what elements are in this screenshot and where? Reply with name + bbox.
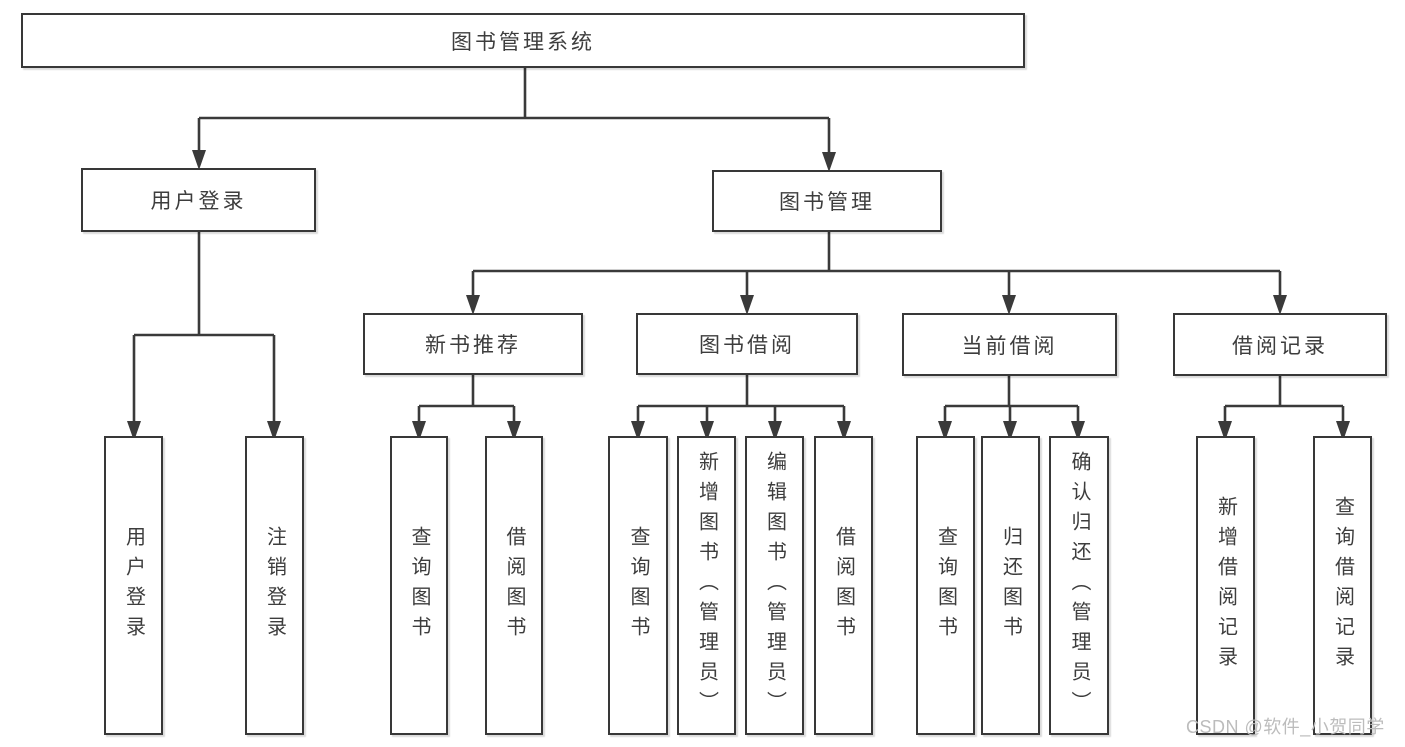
node-book-management: 图书管理 (712, 170, 942, 232)
leaf-edit-book-admin: 编辑图书（管理员） (745, 436, 804, 735)
leaf-query-books-recommendation: 查询图书 (390, 436, 448, 735)
leaf-logout: 注销登录 (245, 436, 304, 735)
node-book-borrowing: 图书借阅 (636, 313, 858, 375)
leaf-add-book-admin: 新增图书（管理员） (677, 436, 736, 735)
leaf-return-book: 归还图书 (981, 436, 1040, 735)
leaf-borrow-books: 借阅图书 (814, 436, 873, 735)
leaf-query-borrow-record: 查询借阅记录 (1313, 436, 1372, 735)
node-new-book-recommendation: 新书推荐 (363, 313, 583, 375)
node-current-borrowing: 当前借阅 (902, 313, 1117, 376)
leaf-user-login: 用户登录 (104, 436, 163, 735)
leaf-confirm-return-admin: 确认归还（管理员） (1049, 436, 1109, 735)
leaf-borrow-books-recommendation: 借阅图书 (485, 436, 543, 735)
node-borrowing-records: 借阅记录 (1173, 313, 1387, 376)
csdn-watermark: CSDN @软件_小贺同学 (1186, 717, 1385, 737)
node-user-login: 用户登录 (81, 168, 316, 232)
leaf-add-borrow-record: 新增借阅记录 (1196, 436, 1255, 735)
leaf-query-books-current: 查询图书 (916, 436, 975, 735)
leaf-query-books-borrowing: 查询图书 (608, 436, 668, 735)
node-library-management-system: 图书管理系统 (21, 13, 1025, 68)
